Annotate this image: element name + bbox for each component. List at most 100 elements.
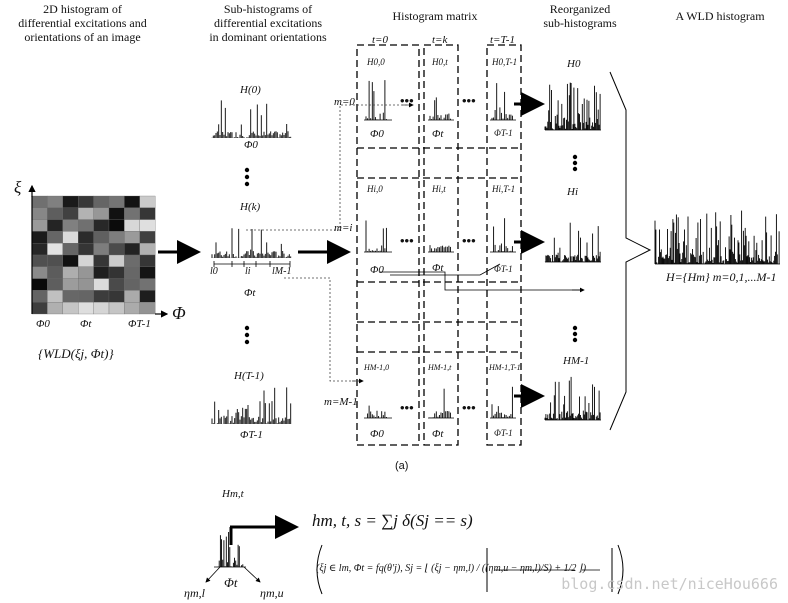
heatmap-cell [47,231,63,244]
matrix-col-0: t=0 [372,34,388,46]
cell-phi-11: Φt [432,262,444,274]
cell-h0t: H0,t [432,57,448,67]
heatmap-cell [124,266,140,279]
header-wld-histogram: A WLD histogram [675,9,765,23]
heatmap-cell [93,243,110,256]
heatmap-cell [62,290,79,303]
heatmap-cell [93,266,110,279]
heatmap-cell [78,195,94,208]
cell-phi-10: Φ0 [370,264,384,276]
cell-phi-01: Φt [432,128,444,140]
reorg-top-label: H0 [567,58,581,70]
heatmap-cell [124,243,140,256]
cell-phi-22: ΦT-1 [494,428,513,438]
heatmap-cell [139,195,156,208]
cell-h0T: H0,T-1 [492,57,518,67]
matrix-dots-r2a: ••• [400,400,414,415]
heatmap-cell [47,195,63,208]
heatmap-cell [124,290,140,303]
heatmap-cell [62,278,79,291]
heatmap-cell [108,254,125,267]
heatmap-cell [31,266,48,279]
heatmap-cell [31,231,48,244]
header-2d-histogram: 2D histogram of differential excitations… [18,2,147,44]
matrix-dots-r1a: ••• [400,233,414,248]
heatmap-cell [139,254,156,267]
heatmap-cell [31,219,48,232]
cell-hiT: Hi,T-1 [492,184,516,194]
subhist-top-label: H(0) [240,84,261,96]
cell-h00: H0,0 [367,57,385,67]
header-sub-histograms: Sub-histograms of differential excitatio… [209,2,327,44]
heatmap-tick-t: Φt [80,318,92,330]
bottom-eta-l: ηm,l [184,586,205,600]
heatmap-cell [139,243,156,256]
cell-phi-02: ΦT-1 [494,128,513,138]
heatmap-cell [31,290,48,303]
heatmap-cell [31,243,48,256]
matrix-col-T-1: t=T-1 [490,34,515,46]
heatmap-y-axis-label: ξ [14,178,22,197]
heatmap-cell [62,195,79,208]
heatmap-cell [139,231,156,244]
heatmap-cell [62,254,79,267]
cell-phi-21: Φt [432,428,444,440]
heatmap-cell [139,207,156,220]
caption-a: (a) [395,460,409,472]
cell-hit: Hi,t [432,184,446,194]
subhist-mid [211,228,292,258]
heatmap-cell [108,302,125,315]
heatmap-tick-T-1: ΦT-1 [128,318,151,330]
heatmap-cell [108,231,125,244]
bottom-eq2: (ξj ∈ lm, Φt = fq(θ′j), Sj = ⌊ (ξj − ηm,… [316,563,587,574]
matrix-dots-r2b: ••• [462,400,476,415]
heatmap-cell [31,207,48,220]
heatmap-cell [93,278,110,291]
cell-phi-00: Φ0 [370,128,384,140]
heatmap-cell [124,254,140,267]
reorg-bot-label: HM-1 [563,355,590,367]
subhist-mid-tick-M-1: lM-1 [272,266,292,277]
cell-phi-20: Φ0 [370,428,384,440]
matrix-col-k: t=k [432,34,448,46]
heatmap-cell [78,278,94,291]
heatmap-x-axis-label: Φ [172,303,186,323]
heatmap-cell [62,302,79,315]
heatmap-cell [139,278,156,291]
cell-phi-12: ΦT-1 [494,264,513,274]
matrix-dots-r0b: ••• [462,93,476,108]
heatmap-cell [93,290,110,303]
heatmap-cell [124,302,140,315]
matrix-dots-r0a: ••• [400,93,414,108]
heatmap-cell [108,195,125,208]
bottom-eq1: hm, t, s = ∑j δ(Sj == s) [312,511,473,530]
heatmap-cell [31,302,48,315]
bottom-phi-t: Φt [224,575,238,590]
heatmap-cell [62,243,79,256]
heatmap-cell [93,195,110,208]
heatmap-cell [124,231,140,244]
heatmap-cell [62,231,79,244]
cell-hMT: HM-1,T-1 [489,363,521,372]
heatmap-cell [31,254,48,267]
heatmap-cell [47,290,63,303]
matrix-boxes [356,44,522,446]
heatmap-cell [139,266,156,279]
subhist-mid-phi: Φt [244,287,256,299]
header-reorganized: Reorganized sub-histograms [543,2,617,30]
heatmap-cell [124,219,140,232]
header-histogram-matrix: Histogram matrix [392,9,478,23]
heatmap-tick-0: Φ0 [36,318,50,330]
heatmap-cell [47,243,63,256]
heatmap-cell [78,219,94,232]
heatmap-cell [78,254,94,267]
heatmap-cell [47,219,63,232]
heatmap-cell [93,207,110,220]
bottom-hmt-label: Hm,t [222,488,244,500]
heatmap-cell [47,207,63,220]
bottom-eta-u: ηm,u [260,586,284,600]
heatmap-cell [93,219,110,232]
subhist-bot-label: H(T-1) [234,370,264,382]
heatmap-cell [139,302,156,315]
matrix-row-0: m=0 [334,96,355,108]
